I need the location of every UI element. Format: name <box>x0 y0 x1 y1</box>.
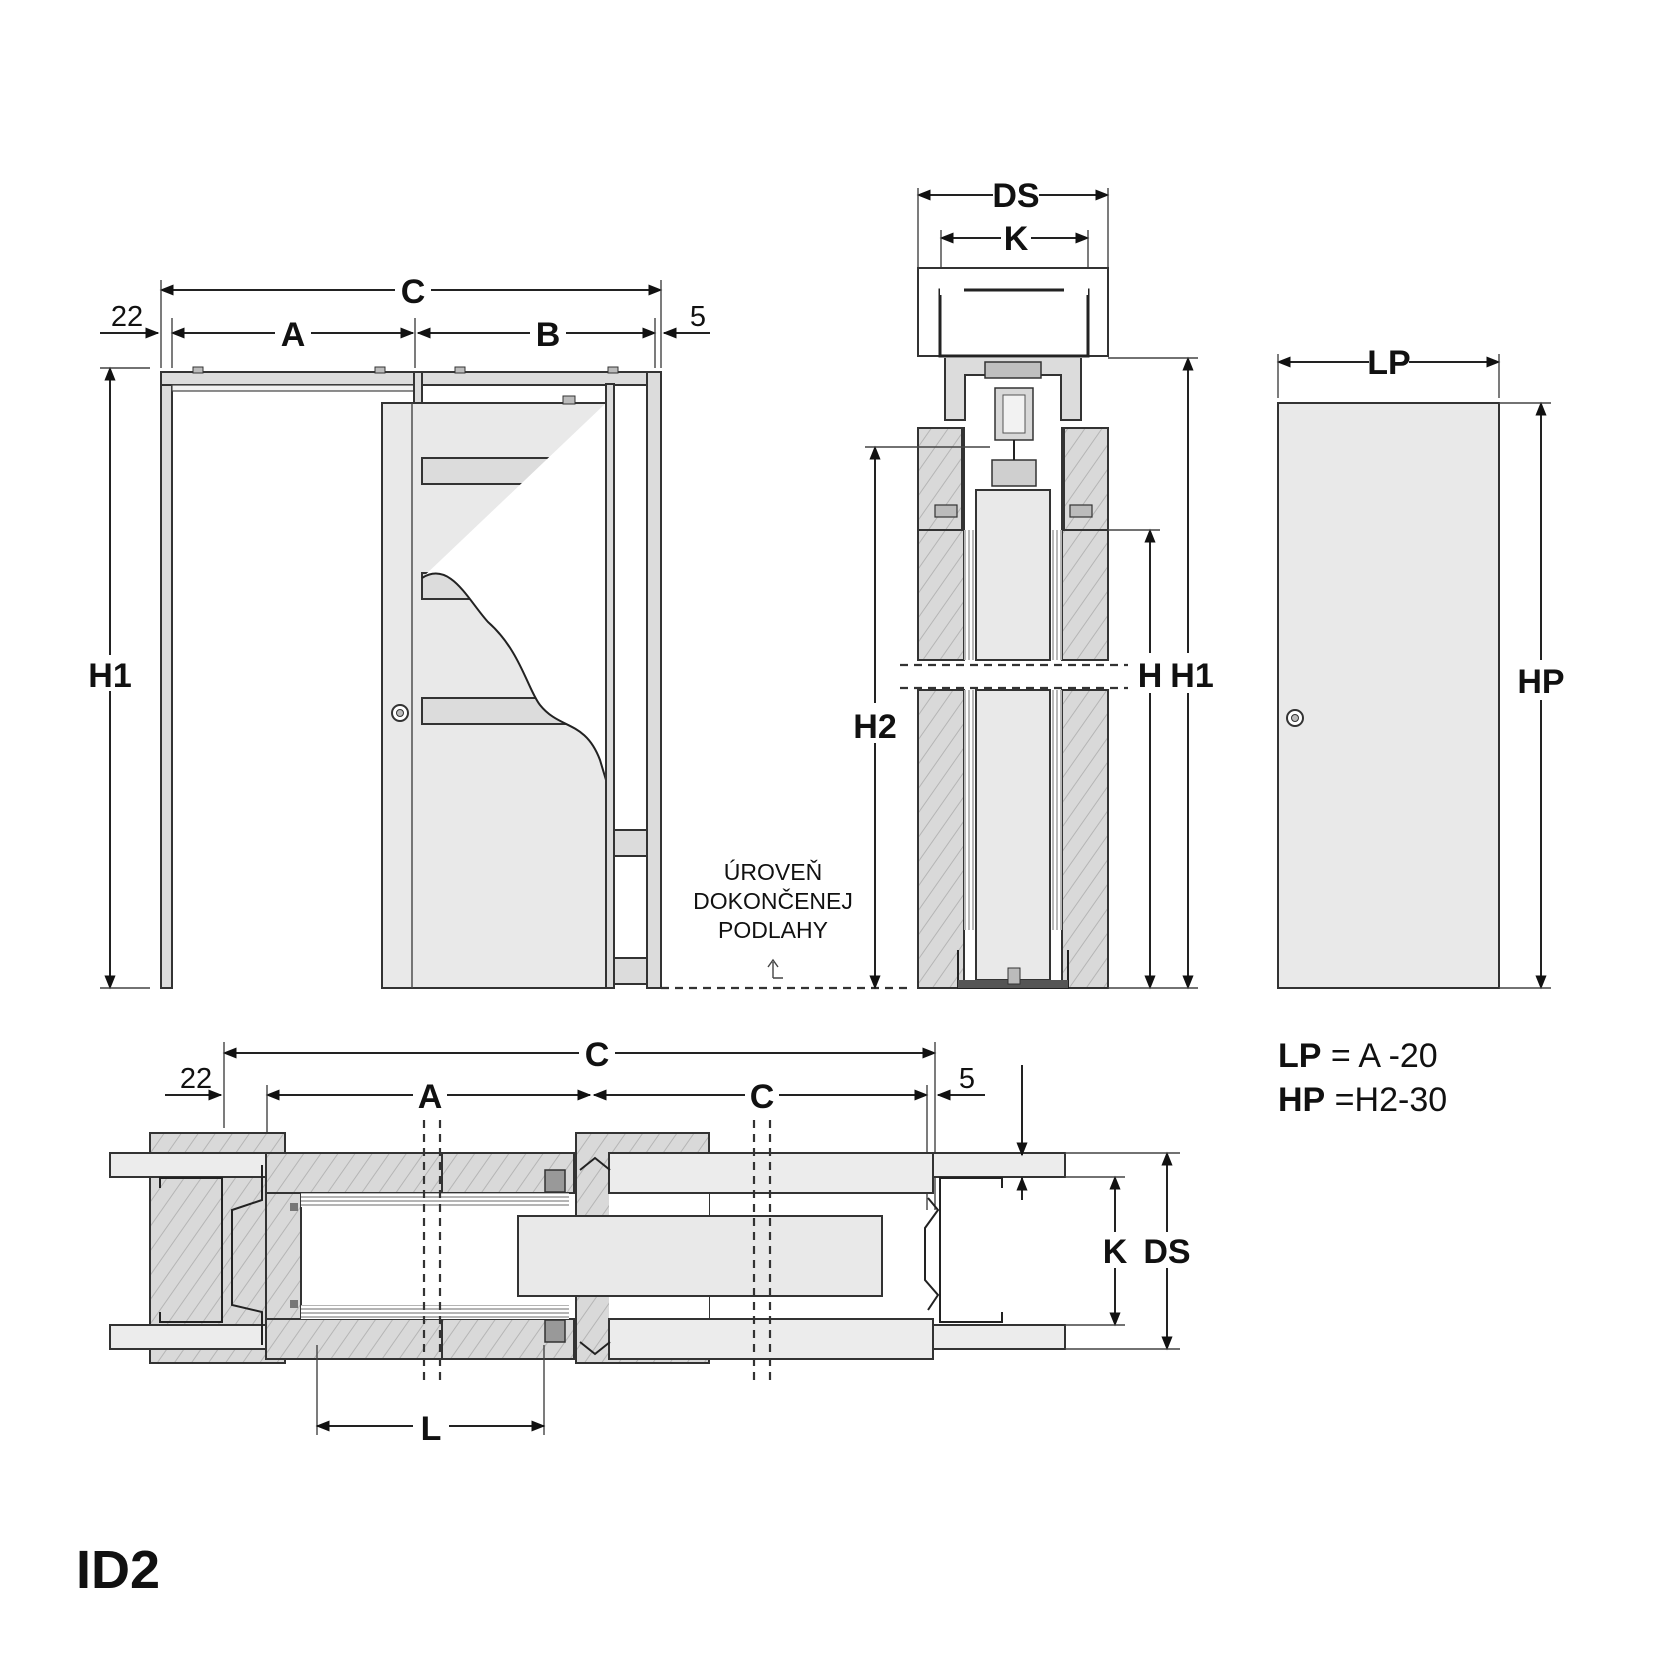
formula-hp: HP =H2-30 <box>1278 1081 1447 1119</box>
top-c-profile <box>938 288 1090 358</box>
door-section-lower <box>975 689 1051 981</box>
label-5-bottom: 5 <box>959 1063 975 1095</box>
plan-wall-jamb <box>265 1192 302 1320</box>
label-k-top: K <box>1004 220 1029 258</box>
hanger-bracket <box>991 459 1037 487</box>
label-h1-section: H1 <box>1170 657 1213 695</box>
cutaway-edge <box>421 572 607 781</box>
wall-right-lower <box>1061 689 1109 989</box>
label-h: H <box>1138 657 1163 695</box>
formula-lp: LP = A -20 <box>1278 1037 1438 1075</box>
label-5-top: 5 <box>690 301 706 333</box>
wall-left-lower <box>917 689 965 989</box>
label-22-top: 22 <box>111 301 143 333</box>
left-jamb <box>160 371 173 989</box>
label-a-bottom: A <box>418 1078 443 1116</box>
door-section-upper <box>975 489 1051 661</box>
floor-note-line3: PODLAHY <box>718 917 828 943</box>
drawing-code: ID2 <box>76 1540 160 1600</box>
label-c2-bottom: C <box>750 1078 775 1116</box>
top-header <box>160 371 662 386</box>
front-elevation: C A B 22 5 H1 <box>85 273 912 990</box>
plan-c-profile-right <box>939 1177 1003 1323</box>
floor-note-line1: ÚROVEŇ <box>724 859 822 885</box>
label-ds-bottom: DS <box>1143 1233 1190 1271</box>
plan-wall-a-top <box>265 1152 443 1194</box>
label-h1-left: H1 <box>88 657 131 695</box>
door-leaf-panel <box>1277 402 1500 989</box>
floor-arrow-icon <box>767 958 783 979</box>
vertical-section: DS K <box>850 176 1228 990</box>
plan-c-profile-left <box>159 1177 223 1323</box>
label-b-top: B <box>536 316 561 354</box>
label-c-bottom: C <box>585 1036 610 1074</box>
plan-section: C A C 22 5 <box>109 1036 1196 1448</box>
formulas: LP = A -20 HP =H2-30 <box>1278 1037 1447 1119</box>
label-k-bottom: K <box>1103 1233 1128 1271</box>
label-c-top: C <box>401 273 426 311</box>
plan-door-leaf <box>517 1215 883 1297</box>
label-l-bottom: L <box>421 1410 442 1448</box>
label-h2: H2 <box>853 708 896 746</box>
label-ds-top: DS <box>992 177 1039 215</box>
leaf-elevation: LP HP <box>1276 344 1569 990</box>
label-22-bottom: 22 <box>180 1063 212 1095</box>
plan-wall-a-bottom <box>265 1318 443 1360</box>
label-hp: HP <box>1517 663 1564 701</box>
label-lp: LP <box>1367 344 1410 382</box>
label-a-top: A <box>281 316 306 354</box>
floor-note-line2: DOKONČENEJ <box>693 887 853 914</box>
